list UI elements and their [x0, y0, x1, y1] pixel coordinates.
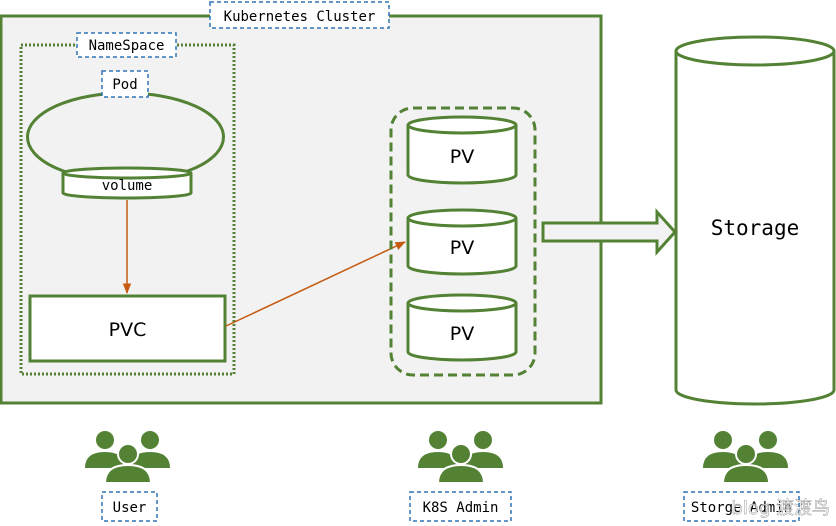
pv-label: PV: [450, 237, 474, 259]
pod: Pod volume: [26, 70, 225, 200]
pv-group: PV PV PV: [389, 106, 537, 377]
pod-label-box: [101, 70, 149, 98]
watermark: blog 渡渡鸟: [731, 498, 830, 519]
pod-label: Pod: [112, 77, 137, 93]
pvc: PVC: [28, 294, 227, 363]
namespace-label: NameSpace: [89, 38, 165, 54]
storage-label: Storage: [711, 216, 800, 240]
role-storage-admin: Storge Admin: [683, 491, 800, 522]
cluster-label: Kubernetes Cluster: [224, 9, 376, 25]
pvc-label: PVC: [109, 319, 147, 341]
pv-cylinder: PV: [406, 115, 518, 185]
role-k8s-admin: K8S Admin: [409, 491, 512, 522]
role-storage-admin-label: Storge Admin: [691, 500, 792, 516]
pv-cylinder: PV: [406, 208, 518, 276]
user-group-icon: [418, 431, 503, 484]
user-group-icon: [85, 431, 170, 484]
storage-cylinder: Storage: [674, 35, 836, 406]
pvc-to-pv-arrow: [225, 241, 406, 327]
namespace: NameSpace: [19, 32, 236, 376]
pv-label: PV: [450, 323, 474, 345]
cluster-label-box: [209, 1, 390, 29]
namespace-label-box: [76, 32, 177, 58]
block-arrow-right: [541, 208, 678, 256]
role-user: User: [101, 491, 158, 522]
volume-label: volume: [102, 178, 153, 194]
role-user-label: User: [113, 500, 147, 516]
volume-cylinder: volume: [61, 166, 193, 200]
user-group-icon: [703, 431, 788, 484]
pv-cylinder: PV: [406, 293, 518, 362]
role-k8s-admin-label: K8S Admin: [423, 500, 499, 516]
pv-label: PV: [450, 146, 474, 168]
